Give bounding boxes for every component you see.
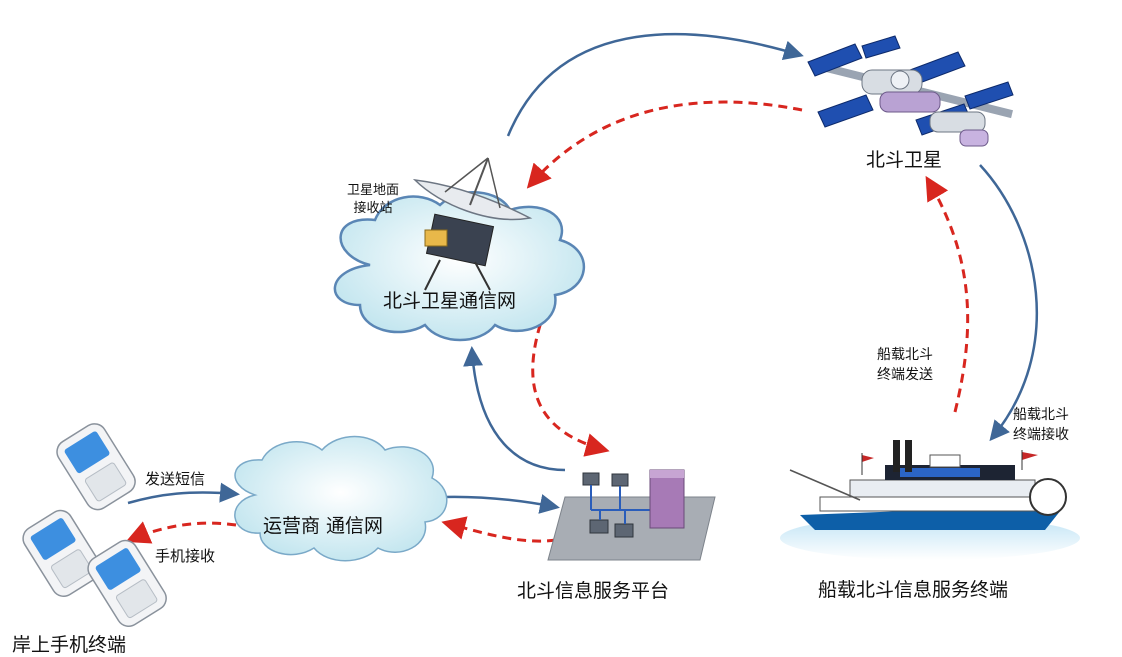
ground-station-label-line1: 卫星地面 — [346, 183, 399, 198]
satellite-icon — [807, 35, 1014, 147]
send-sms-label: 发送短信 — [145, 470, 206, 488]
ship-receive-label-line2: 终端接收 — [1013, 427, 1069, 443]
shore-phones-icon — [22, 423, 167, 627]
phone-2 — [22, 509, 102, 597]
ship-receive-label: 船载北斗 终端接收 — [1008, 405, 1074, 445]
arrow-network-to-platform-dashed — [531, 309, 610, 457]
arrow-platform-to-network — [463, 346, 566, 472]
phone-3 — [87, 539, 167, 627]
operator-network-label: 运营商 通信网 — [263, 515, 384, 537]
arrow-satellite-to-ship — [979, 164, 1039, 442]
arrow-platform-to-operator-dashed — [441, 516, 557, 543]
service-platform-label: 北斗信息服务平台 — [517, 580, 670, 602]
ground-station-dish-icon — [412, 157, 533, 291]
beidou-network-cloud — [333, 191, 586, 342]
satellite-label: 北斗卫星 — [866, 149, 943, 171]
arrow-operator-to-platform — [441, 494, 560, 514]
ship-terminal-label: 船载北斗信息服务终端 — [818, 579, 1009, 601]
service-platform-icon — [547, 469, 716, 561]
ground-station-label-line2: 接收站 — [353, 201, 393, 216]
arrow-satellite-to-ground-dashed — [526, 100, 803, 189]
phone-1 — [56, 423, 136, 511]
ship-receive-label-line1: 船载北斗 — [1013, 407, 1069, 423]
shore-phones-label: 岸上手机终端 — [12, 634, 127, 656]
ground-station-label: 卫星地面 接收站 — [343, 182, 403, 218]
operator-network-cloud — [234, 435, 448, 562]
ship-send-label-line1: 船载北斗 — [877, 347, 933, 363]
arrow-ship-to-satellite-dashed — [925, 175, 970, 413]
ship-send-label-line2: 终端发送 — [877, 367, 933, 383]
arrow-phones-to-operator — [127, 482, 240, 505]
beidou-network-label: 北斗卫星通信网 — [383, 290, 517, 312]
phone-receive-label: 手机接收 — [155, 547, 216, 565]
ship-icon — [780, 440, 1080, 560]
ship-send-label: 船载北斗 终端发送 — [872, 345, 938, 385]
arrow-ground-to-satellite — [506, 33, 804, 137]
arrow-operator-to-phones-dashed — [125, 521, 237, 544]
